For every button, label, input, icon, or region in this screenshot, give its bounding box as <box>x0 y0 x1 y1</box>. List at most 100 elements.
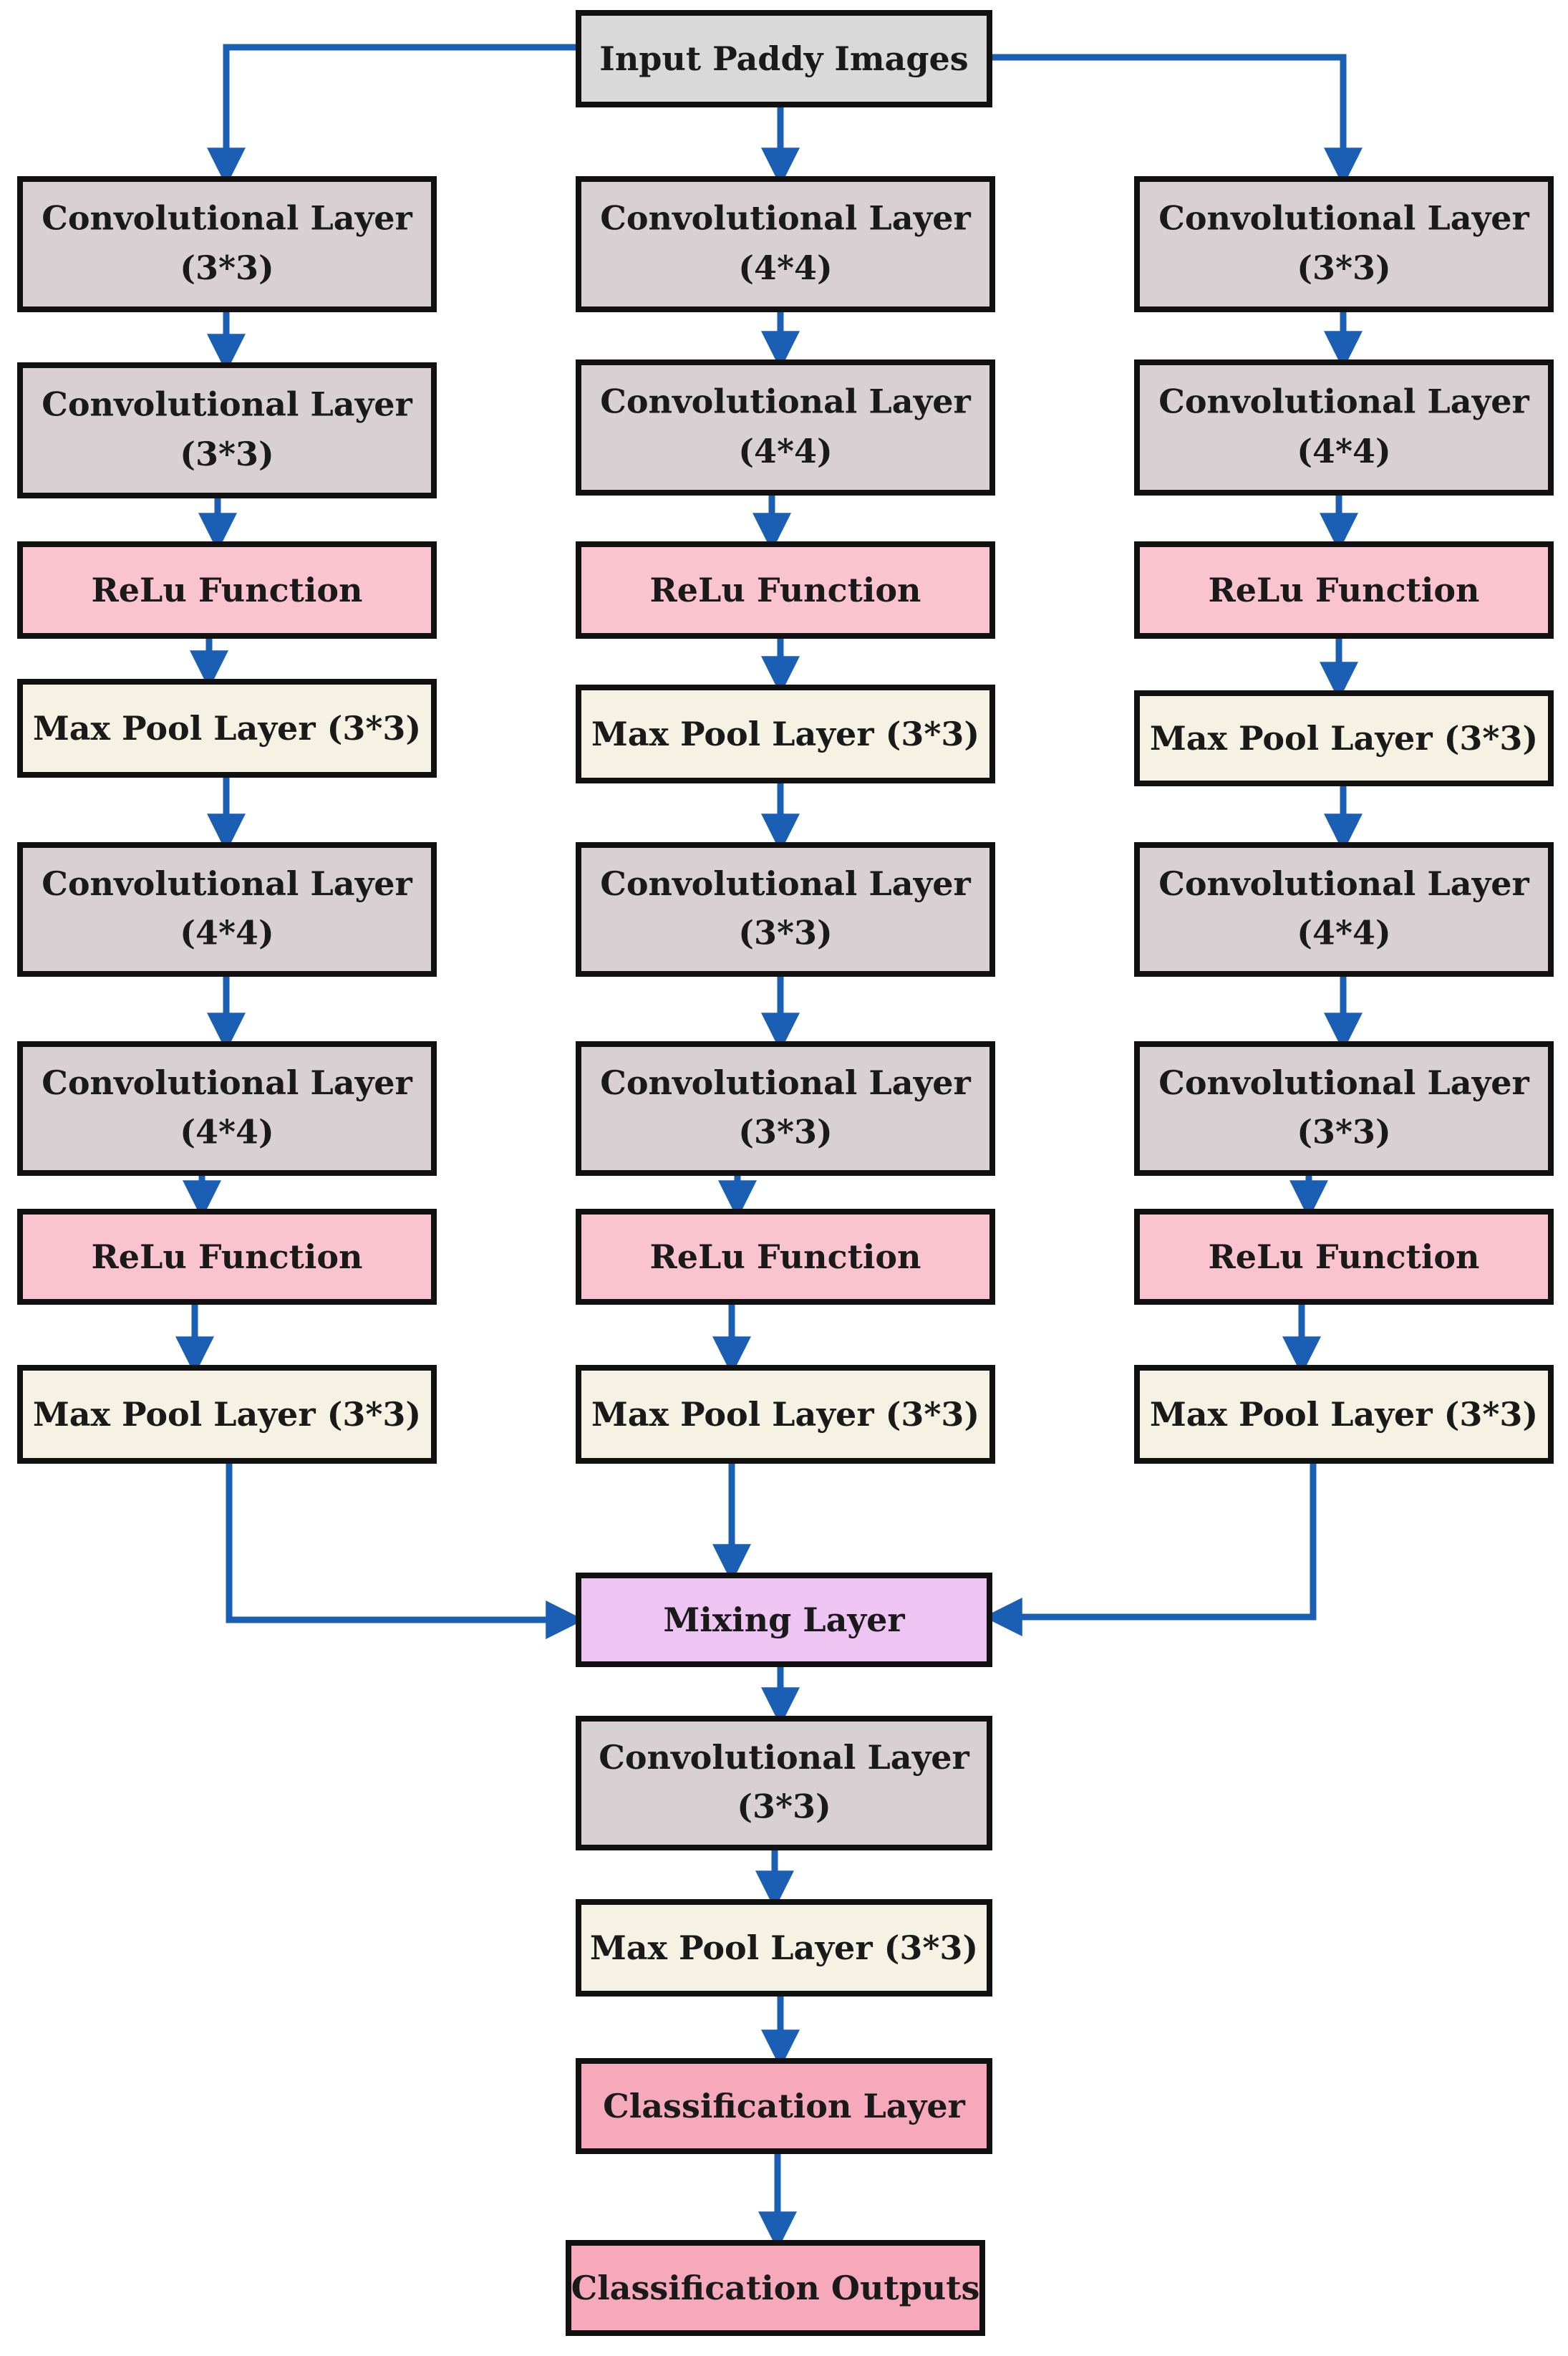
branch-left-layer-6: Convolutional Layer (4*4) <box>17 1041 437 1176</box>
branch-middle-layer-5-kernel-size: (3*3) <box>738 913 833 952</box>
branch-left-layer-8-label: Max Pool Layer (3*3) <box>33 1395 421 1434</box>
branch-left-layer-5-label: Convolutional Layer <box>42 864 412 903</box>
branch-right-layer-4: Max Pool Layer (3*3) <box>1134 690 1554 786</box>
arrow-right-branch-to-mixing-layer <box>983 1461 1317 1636</box>
merge-layer-2-kernel-size: (3*3) <box>737 1787 831 1825</box>
merge-layer-3-box <box>576 1899 992 1997</box>
merge-layer-2: Convolutional Layer (3*3) <box>576 1716 992 1850</box>
merge-layer-5: Classification Outputs <box>566 2240 985 2336</box>
branch-left-layer-2-label: Convolutional Layer <box>42 385 412 424</box>
branch-left-layer-3-box <box>17 541 437 639</box>
branch-middle-layer-3-box <box>576 541 995 639</box>
branch-middle-layer-3: ReLu Function <box>576 541 995 639</box>
branch-right-layer-1-kernel-size: (3*3) <box>1297 248 1391 287</box>
branch-left-layer-5-kernel-size: (4*4) <box>180 913 274 952</box>
branch-middle-layer-1-kernel-size: (4*4) <box>738 248 833 287</box>
branch-left-layer-6-box <box>17 1041 437 1176</box>
branch-middle-layer-1: Convolutional Layer (4*4) <box>576 176 995 312</box>
branch-right-layer-8-label: Max Pool Layer (3*3) <box>1150 1395 1538 1434</box>
branch-right-layer-6-kernel-size: (3*3) <box>1297 1112 1391 1151</box>
branch-middle-layer-7-box <box>576 1209 995 1305</box>
branch-right-layer-2: Convolutional Layer(4*4) <box>1134 359 1554 496</box>
branch-middle-layer-2-box <box>576 359 995 496</box>
merge-layer-1-label: Mixing Layer <box>663 1601 905 1639</box>
branch-right-layer-7-label: ReLu Function <box>1209 1237 1480 1276</box>
input-paddy-images: Input Paddy Images <box>576 10 992 107</box>
branch-left-layer-3: ReLu Function <box>17 541 437 639</box>
branch-left-layer-7: ReLu Function <box>17 1209 437 1305</box>
branch-left-layer-8-box <box>17 1365 437 1464</box>
branch-right-layer-1: Convolutional Layer(3*3) <box>1134 176 1554 312</box>
merge-layer-4-label: Classification Layer <box>603 2087 965 2125</box>
branch-middle-layer-6-kernel-size: (3*3) <box>738 1112 833 1151</box>
branch-left-layer-4-label: Max Pool Layer (3*3) <box>33 709 421 748</box>
branch-left-layer-1-label: Convolutional Layer <box>42 199 412 238</box>
branch-left-layer-6-kernel-size: (4*4) <box>180 1112 274 1151</box>
branch-left-layer-1-kernel-size: (3*3) <box>180 248 274 287</box>
branch-middle-layer-2-label: Convolutional Layer <box>600 382 971 421</box>
branch-middle-layer-7-label: ReLu Function <box>650 1237 921 1276</box>
branch-right-layer-2-box <box>1134 359 1554 496</box>
branch-left-layer-6-label: Convolutional Layer <box>42 1063 412 1102</box>
merge-layer-3: Max Pool Layer (3*3) <box>576 1899 992 1997</box>
branch-right-layer-7: ReLu Function <box>1134 1209 1554 1305</box>
branch-right-layer-8: Max Pool Layer (3*3) <box>1134 1365 1554 1464</box>
branch-middle-layer-4: Max Pool Layer (3*3) <box>576 685 995 783</box>
branch-left-layer-1: Convolutional Layer (3*3) <box>17 176 437 312</box>
branch-left-layer-5: Convolutional Layer (4*4) <box>17 842 437 977</box>
branch-left-layer-1-box <box>17 176 437 312</box>
branch-middle-layer-8-label: Max Pool Layer (3*3) <box>591 1395 979 1434</box>
branch-left-layer-4-box <box>17 679 437 778</box>
branch-middle-layer-1-label: Convolutional Layer <box>600 199 971 238</box>
branch-middle-layer-5-label: Convolutional Layer <box>600 864 971 903</box>
merge-layer-4: Classification Layer <box>576 2058 992 2154</box>
branch-left-layer-2-kernel-size: (3*3) <box>180 435 274 473</box>
branch-middle-layer-5: Convolutional Layer (3*3) <box>576 842 995 977</box>
branch-right-layer-3-label: ReLu Function <box>1209 571 1480 609</box>
branch-right-layer-6-box <box>1134 1041 1554 1176</box>
branch-right-layer-3-box <box>1134 541 1554 639</box>
merge-layer-5-box <box>566 2240 985 2336</box>
branch-middle-layer-6: Convolutional Layer (3*3) <box>576 1041 995 1176</box>
branch-right-layer-5-box <box>1134 842 1554 977</box>
branch-right-layer-4-label: Max Pool Layer (3*3) <box>1150 719 1538 758</box>
merge-layer-2-box <box>576 1716 992 1850</box>
branch-left-layer-2: Convolutional Layer (3*3) <box>17 362 437 498</box>
branch-left-layer-3-label: ReLu Function <box>92 571 363 609</box>
branch-left-layer-4: Max Pool Layer (3*3) <box>17 679 437 778</box>
branch-middle-layer-2-kernel-size: (4*4) <box>738 432 833 470</box>
input-paddy-images-box <box>576 10 992 107</box>
branch-right-layer-7-box <box>1134 1209 1554 1305</box>
branch-right-layer-3: ReLu Function <box>1134 541 1554 639</box>
branch-right-layer-4-box <box>1134 690 1554 786</box>
branch-middle-layer-6-label: Convolutional Layer <box>600 1063 971 1102</box>
branch-right-layer-5-label: Convolutional Layer <box>1158 864 1529 903</box>
branch-middle-layer-8: Max Pool Layer (3*3) <box>576 1365 995 1464</box>
merge-layer-1-box <box>576 1573 992 1667</box>
arrow-input-to-right-branch <box>989 54 1363 187</box>
branch-right-layer-1-box <box>1134 176 1554 312</box>
merge-layer-3-label: Max Pool Layer (3*3) <box>590 1928 978 1967</box>
branch-right-layer-6-label: Convolutional Layer <box>1158 1063 1529 1102</box>
branch-middle-layer-5-box <box>576 842 995 977</box>
branch-middle-layer-4-label: Max Pool Layer (3*3) <box>591 715 979 753</box>
branch-left-layer-8: Max Pool Layer (3*3) <box>17 1365 437 1464</box>
connector-arrows <box>175 44 1363 2251</box>
arrow-input-to-left-branch <box>207 44 579 187</box>
input-paddy-images-label: Input Paddy Images <box>599 39 968 78</box>
merge-layer-2-label: Convolutional Layer <box>599 1738 969 1777</box>
branch-middle-layer-6-box <box>576 1041 995 1176</box>
branch-right-layer-8-box <box>1134 1365 1554 1464</box>
branch-middle-layer-4-box <box>576 685 995 783</box>
branch-right-layer-2-label: Convolutional Layer <box>1158 382 1529 421</box>
branch-middle-layer-3-label: ReLu Function <box>650 571 921 609</box>
branch-middle-layer-2: Convolutional Layer (4*4) <box>576 359 995 496</box>
merge-layer-1: Mixing Layer <box>576 1573 992 1667</box>
branch-left-layer-5-box <box>17 842 437 977</box>
branch-right-layer-5-kernel-size: (4*4) <box>1297 913 1391 952</box>
branch-right-layer-5: Convolutional Layer (4*4) <box>1134 842 1554 977</box>
arrow-left-branch-to-mixing-layer <box>226 1461 585 1639</box>
branch-middle-layer-1-box <box>576 176 995 312</box>
